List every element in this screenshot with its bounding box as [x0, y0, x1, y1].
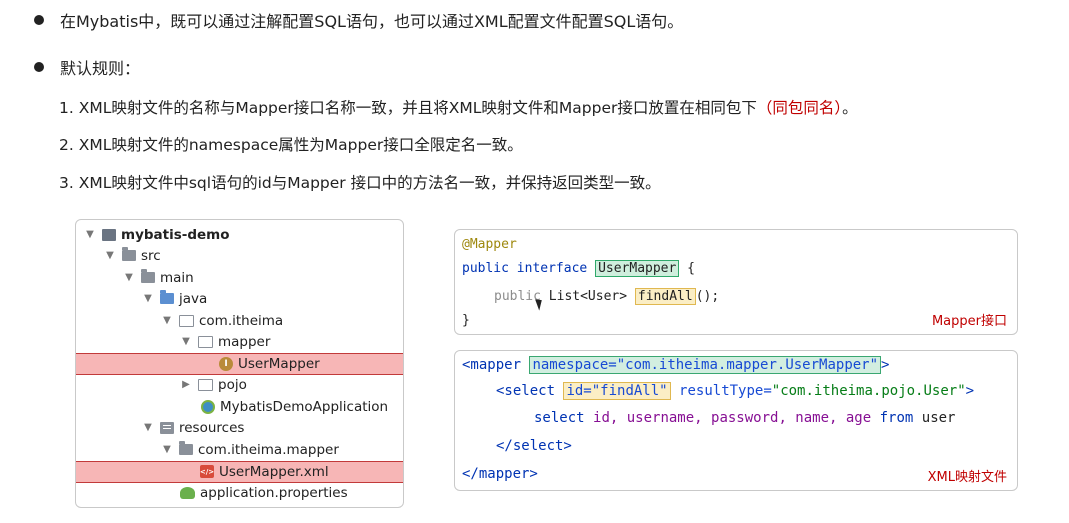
tree-node-src[interactable]: ▼ src: [104, 245, 161, 266]
sql-keyword: from: [879, 410, 914, 426]
tree-label: UserMapper.xml: [219, 463, 329, 480]
project-tree-panel: ▼ mybatis-demo ▼ src ▼ main ▼ java ▼ com…: [75, 219, 404, 508]
code-parens: ();: [695, 288, 720, 304]
xml-mapper-code: <mapper namespace="com.itheima.mapper.Us…: [454, 350, 1018, 491]
tree-node-app[interactable]: MybatisDemoApplication: [201, 396, 388, 417]
code-brace: {: [687, 260, 695, 276]
tree-node-main[interactable]: ▼ main: [123, 267, 194, 288]
rule-1: 1. XML映射文件的名称与Mapper接口名称一致，并且将XML映射文件和Ma…: [59, 96, 858, 118]
chevron-right-icon[interactable]: ▶: [182, 379, 190, 390]
chevron-down-icon[interactable]: ▼: [182, 336, 190, 347]
tree-node-resources[interactable]: ▼ resources: [142, 417, 244, 438]
properties-file-icon: [180, 486, 195, 499]
tree-node-usermapper-xml[interactable]: </> UserMapper.xml: [200, 461, 329, 482]
bullet-annotation-xml: 在Mybatis中，既可以通过注解配置SQL语句，也可以通过XML配置文件配置S…: [34, 8, 683, 32]
mapper-interface-code: @Mapper public interface UserMapper { pu…: [454, 229, 1018, 335]
code-brace: }: [462, 312, 470, 328]
xml-mapper-caption: XML映射文件: [927, 470, 1007, 485]
code-string: "com.itheima.pojo.User": [771, 383, 966, 399]
tree-highlight-usermapper-xml: [76, 461, 403, 483]
rule-1-highlight: （同包同名）: [756, 99, 843, 117]
tree-node-res-pkg[interactable]: ▼ com.itheima.mapper: [161, 439, 339, 460]
code-keyword: public: [494, 288, 541, 304]
tree-label: mapper: [218, 333, 271, 350]
tree-label: mybatis-demo: [121, 226, 230, 243]
chevron-down-icon[interactable]: ▼: [163, 444, 171, 455]
interface-icon: I: [219, 356, 233, 371]
tree-label: main: [160, 269, 194, 286]
code-tag: >: [965, 383, 975, 399]
tree-label: MybatisDemoApplication: [220, 398, 389, 415]
package-icon: [198, 378, 213, 391]
tree-label: UserMapper: [238, 355, 320, 372]
code-tag: >: [881, 357, 890, 373]
rule-1-text: 1. XML映射文件的名称与Mapper接口名称一致，并且将XML映射文件和Ma…: [59, 99, 757, 117]
tree-label: com.itheima: [199, 312, 284, 329]
bullet-default-rules: 默认规则：: [34, 55, 140, 79]
tree-node-com-itheima[interactable]: ▼ com.itheima: [161, 310, 283, 331]
chevron-down-icon[interactable]: ▼: [144, 422, 152, 433]
code-tag: <select: [496, 383, 556, 399]
tree-label: java: [179, 290, 208, 307]
id-attr-highlight: id="findAll": [563, 382, 671, 400]
rule-1-end: 。: [842, 99, 858, 117]
bullet-dot: [34, 15, 44, 25]
interface-name-highlight: UserMapper: [595, 259, 680, 277]
chevron-down-icon[interactable]: ▼: [144, 293, 152, 304]
spring-app-icon: [201, 399, 215, 414]
tree-highlight-usermapper: [76, 353, 403, 375]
chevron-down-icon[interactable]: ▼: [163, 315, 171, 326]
xml-file-icon: </>: [200, 465, 214, 478]
tree-node-properties[interactable]: application.properties: [180, 482, 348, 503]
bullet-text: 默认规则：: [60, 59, 141, 78]
folder-icon: [179, 441, 193, 455]
package-icon: [198, 335, 213, 348]
tree-label: com.itheima.mapper: [198, 441, 339, 458]
sql-columns: id, username, password, name, age: [593, 410, 872, 426]
project-icon: [102, 228, 116, 241]
tree-node-mapper[interactable]: ▼ mapper: [180, 331, 270, 352]
bullet-dot: [34, 62, 44, 72]
tree-label: application.properties: [200, 484, 348, 501]
method-name-highlight: findAll: [634, 287, 696, 305]
code-return-type: List<User>: [548, 288, 628, 304]
tree-node-project[interactable]: ▼ mybatis-demo: [84, 224, 230, 245]
folder-icon: [122, 247, 136, 261]
code-tag: </mapper>: [462, 466, 538, 482]
rule-3: 3. XML映射文件中sql语句的id与Mapper 接口中的方法名一致，并保持…: [59, 174, 661, 192]
code-attr: resultType=: [679, 383, 772, 399]
mapper-interface-caption: Mapper接口: [931, 314, 1007, 329]
chevron-down-icon[interactable]: ▼: [86, 229, 94, 240]
namespace-attr-highlight: namespace="com.itheima.mapper.UserMapper…: [529, 356, 882, 374]
chevron-down-icon[interactable]: ▼: [106, 250, 114, 261]
tree-label: pojo: [218, 376, 247, 393]
tree-label: src: [141, 247, 161, 264]
tree-node-pojo[interactable]: ▶ pojo: [180, 374, 247, 395]
code-keyword: public interface: [462, 260, 588, 276]
sql-keyword: select: [534, 410, 585, 426]
rule-2: 2. XML映射文件的namespace属性为Mapper接口全限定名一致。: [59, 136, 523, 154]
bullet-text: 在Mybatis中，既可以通过注解配置SQL语句，也可以通过XML配置文件配置S…: [60, 12, 684, 31]
tree-node-java[interactable]: ▼ java: [142, 288, 207, 309]
source-folder-icon: [160, 290, 174, 304]
tree-node-usermapper[interactable]: I UserMapper: [219, 353, 320, 374]
folder-icon: [141, 269, 155, 283]
resources-folder-icon: [160, 421, 174, 434]
code-annotation: @Mapper: [462, 236, 517, 252]
chevron-down-icon[interactable]: ▼: [125, 272, 133, 283]
code-tag: </select>: [496, 438, 572, 454]
tree-label: resources: [179, 419, 245, 436]
code-tag: <mapper: [462, 357, 522, 373]
sql-table: user: [921, 410, 956, 426]
package-icon: [179, 314, 194, 327]
